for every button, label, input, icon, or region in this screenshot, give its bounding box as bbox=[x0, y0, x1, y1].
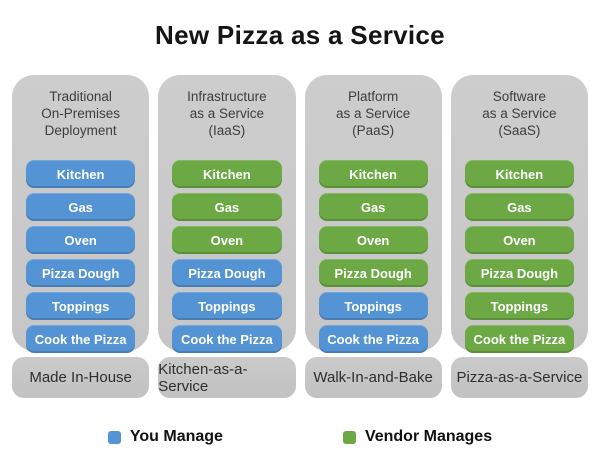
column-footer-labels: Made In-House Kitchen-as-a-Service Walk-… bbox=[0, 357, 600, 398]
stack-item-cook-the-pizza: Cook the Pizza bbox=[172, 325, 282, 353]
column-iaas: Infrastructure as a Service (IaaS) Kitch… bbox=[158, 75, 296, 353]
stack-item-toppings: Toppings bbox=[318, 292, 428, 320]
legend-item-vendor-manages: Vendor Manages bbox=[342, 428, 493, 446]
stack-item-kitchen: Kitchen bbox=[172, 160, 282, 188]
column-header: Platform as a Service (PaaS) bbox=[335, 89, 411, 138]
stack-item-oven: Oven bbox=[172, 226, 282, 254]
stack-item-toppings: Toppings bbox=[26, 292, 136, 320]
stack-item-pizza-dough: Pizza Dough bbox=[26, 259, 136, 287]
column-on-premises: Traditional On-Premises Deployment Kitch… bbox=[12, 75, 150, 353]
footer-label-pizza-as-a-service: Pizza-as-a-Service bbox=[450, 357, 588, 398]
stack-item-toppings: Toppings bbox=[172, 292, 282, 320]
stack-item-kitchen: Kitchen bbox=[318, 160, 428, 188]
stack-item-oven: Oven bbox=[318, 226, 428, 254]
legend: You Manage Vendor Manages bbox=[0, 428, 600, 446]
column-header: Infrastructure as a Service (IaaS) bbox=[187, 89, 267, 138]
stack-item-oven: Oven bbox=[464, 226, 574, 254]
stack-item-pizza-dough: Pizza Dough bbox=[172, 259, 282, 287]
column-saas: Software as a Service (SaaS) Kitchen Gas… bbox=[450, 75, 588, 353]
stack-item-pizza-dough: Pizza Dough bbox=[318, 259, 428, 287]
stack-item-cook-the-pizza: Cook the Pizza bbox=[318, 325, 428, 353]
legend-label: You Manage bbox=[129, 428, 223, 445]
stack-item-cook-the-pizza: Cook the Pizza bbox=[464, 325, 574, 353]
vendor-manages-swatch-icon bbox=[342, 430, 356, 444]
stack-item-gas: Gas bbox=[172, 193, 282, 221]
column-header: Software as a Service (SaaS) bbox=[482, 89, 557, 138]
diagram-title: New Pizza as a Service bbox=[155, 20, 445, 50]
stack-item-pizza-dough: Pizza Dough bbox=[464, 259, 574, 287]
you-manage-swatch-icon bbox=[107, 430, 121, 444]
footer-label-made-in-house: Made In-House bbox=[12, 357, 150, 398]
footer-label-walk-in-and-bake: Walk-In-and-Bake bbox=[304, 357, 442, 398]
stack-item-gas: Gas bbox=[26, 193, 136, 221]
stack-item-kitchen: Kitchen bbox=[464, 160, 574, 188]
column-paas: Platform as a Service (PaaS) Kitchen Gas… bbox=[304, 75, 442, 353]
footer-label-kitchen-as-a-service: Kitchen-as-a-Service bbox=[158, 357, 296, 398]
column-header: Traditional On-Premises Deployment bbox=[41, 89, 120, 138]
service-columns: Traditional On-Premises Deployment Kitch… bbox=[0, 75, 600, 353]
legend-item-you-manage: You Manage bbox=[107, 428, 223, 446]
stack-item-toppings: Toppings bbox=[464, 292, 574, 320]
stack-item-cook-the-pizza: Cook the Pizza bbox=[26, 325, 136, 353]
legend-label: Vendor Manages bbox=[364, 428, 493, 445]
stack-item-kitchen: Kitchen bbox=[26, 160, 136, 188]
stack-item-oven: Oven bbox=[26, 226, 136, 254]
stack-item-gas: Gas bbox=[464, 193, 574, 221]
stack-item-gas: Gas bbox=[318, 193, 428, 221]
